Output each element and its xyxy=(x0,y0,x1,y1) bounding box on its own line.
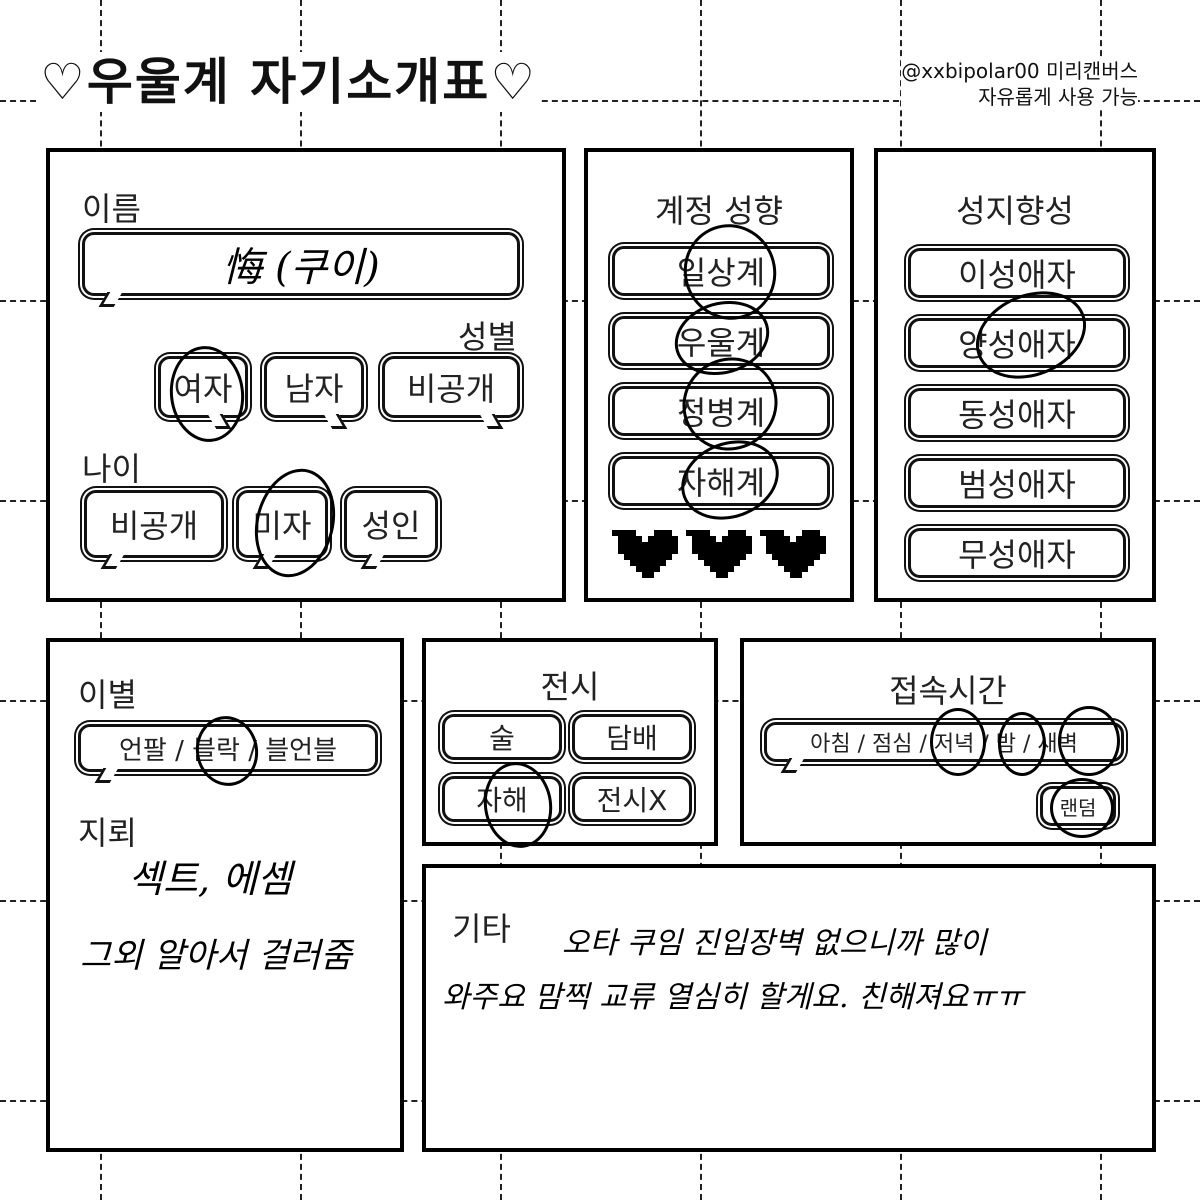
option-label: 범성애자 xyxy=(958,466,1076,504)
account-option-depression[interactable]: 우울계 xyxy=(612,316,830,366)
option-label: 전시X xyxy=(596,784,668,817)
gender-option-male[interactable]: 남자 xyxy=(264,356,364,418)
account-option-selfharm[interactable]: 자해계 xyxy=(612,456,830,506)
age-label: 나이 xyxy=(82,450,141,488)
access-panel: 접속시간 아침 / 점심 / 저녁 / 밤 / 새벽 랜덤 xyxy=(740,638,1156,846)
etc-label: 기타 xyxy=(452,910,511,948)
access-label: 접속시간 xyxy=(889,672,1007,710)
option-label: 남자 xyxy=(284,370,344,408)
etc-panel: 기타 오타 쿠임 진입장벽 없으니까 많이 와주요 맘찍 교류 열심히 할게요.… xyxy=(422,864,1156,1152)
mine-label: 지뢰 xyxy=(78,814,137,852)
orientation-option-bi[interactable]: 양성애자 xyxy=(908,318,1126,368)
access-option-random[interactable]: 랜덤 xyxy=(1040,786,1116,826)
option-label: 미자 xyxy=(252,507,312,545)
option-label: 아침 / 점심 / 저녁 / 밤 / 새벽 xyxy=(810,732,1078,757)
mine-text-line-2: 그외 알아서 걸러줌 xyxy=(80,936,352,976)
name-value: 悔 (쿠이) xyxy=(222,245,380,291)
option-label: 정병계 xyxy=(676,394,766,432)
profile-panel: 이름 悔 (쿠이) 성별 여자 남자 비공개 나이 비공개 미자 성인 xyxy=(46,148,566,602)
heart-icon xyxy=(612,530,678,578)
farewell-options[interactable]: 언팔 / 블락 / 블언블 xyxy=(78,724,378,772)
gender-label: 성별 xyxy=(458,318,517,356)
option-label: 비공개 xyxy=(109,507,199,545)
mine-text-line-1: 섹트, 에셈 xyxy=(128,857,292,901)
farewell-label: 이별 xyxy=(78,676,137,714)
farewell-panel: 이별 언팔 / 블락 / 블언블 지뢰 섹트, 에셈 그외 알아서 걸러줌 xyxy=(46,638,404,1152)
credit: @xxbipolar00 미리캔버스 자유롭게 사용 가능 xyxy=(901,58,1138,110)
option-label: 랜덤 xyxy=(1059,795,1097,820)
access-options[interactable]: 아침 / 점심 / 저녁 / 밤 / 새벽 xyxy=(764,722,1124,762)
credit-line-2: 자유롭게 사용 가능 xyxy=(978,85,1138,109)
credit-line-1: @xxbipolar00 미리캔버스 xyxy=(901,59,1138,83)
heart-icon xyxy=(686,530,752,578)
option-label: 술 xyxy=(489,722,515,755)
etc-text-line-1: 오타 쿠임 진입장벽 없으니까 많이 xyxy=(562,926,987,961)
display-option-cigarette[interactable]: 담배 xyxy=(572,714,692,760)
option-label: 자해계 xyxy=(676,464,766,502)
option-label: 우울계 xyxy=(676,324,766,362)
page-title: ♡우울계 자기소개표♡ xyxy=(36,52,542,112)
age-option-minor[interactable]: 미자 xyxy=(236,490,328,558)
orientation-option-ace[interactable]: 무성애자 xyxy=(908,528,1126,578)
option-label: 여자 xyxy=(173,370,233,408)
option-label: 양성애자 xyxy=(958,326,1076,364)
orientation-option-hetero[interactable]: 이성애자 xyxy=(908,248,1126,298)
guide-line xyxy=(0,100,1200,102)
option-label: 자해 xyxy=(476,784,528,817)
orientation-option-pan[interactable]: 범성애자 xyxy=(908,458,1126,508)
display-label: 전시 xyxy=(540,668,600,706)
etc-text-line-2: 와주요 맘찍 교류 열심히 할게요. 친해져요ㅠㅠ xyxy=(442,980,1024,1015)
gender-option-private[interactable]: 비공개 xyxy=(382,356,520,418)
option-label: 무성애자 xyxy=(958,536,1076,574)
account-panel: 계정 성향 일상계 우울계 정병계 자해계 xyxy=(584,148,854,602)
gender-option-female[interactable]: 여자 xyxy=(158,356,248,418)
orientation-panel: 성지향성 이성애자 양성애자 동성애자 범성애자 무성애자 xyxy=(874,148,1156,602)
heart-icon xyxy=(760,530,826,578)
option-label: 이성애자 xyxy=(958,256,1076,294)
display-panel: 전시 술 담배 자해 전시X xyxy=(422,638,718,853)
display-option-alcohol[interactable]: 술 xyxy=(442,714,562,760)
age-option-adult[interactable]: 성인 xyxy=(344,490,438,558)
display-option-none[interactable]: 전시X xyxy=(572,776,692,822)
account-label: 계정 성향 xyxy=(655,192,783,230)
display-option-selfharm[interactable]: 자해 xyxy=(442,776,562,822)
name-field[interactable]: 悔 (쿠이) xyxy=(82,232,520,296)
orientation-option-homo[interactable]: 동성애자 xyxy=(908,388,1126,438)
age-option-private[interactable]: 비공개 xyxy=(84,490,224,558)
option-label: 언팔 / 블락 / 블언블 xyxy=(118,735,338,766)
option-label: 동성애자 xyxy=(958,396,1076,434)
option-label: 성인 xyxy=(361,507,421,545)
account-option-mental[interactable]: 정병계 xyxy=(612,386,830,436)
option-label: 담배 xyxy=(606,722,658,755)
option-label: 일상계 xyxy=(676,254,766,292)
name-label: 이름 xyxy=(82,190,141,228)
option-label: 비공개 xyxy=(406,370,496,408)
account-option-daily[interactable]: 일상계 xyxy=(612,246,830,296)
orientation-label: 성지향성 xyxy=(956,192,1074,230)
